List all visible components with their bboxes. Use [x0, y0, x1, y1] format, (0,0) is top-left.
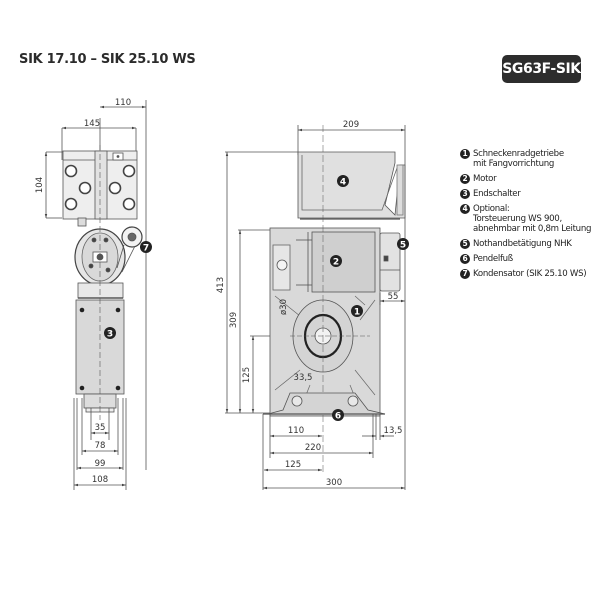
legend-item-controller: 4 Optional: Torsteuerung WS 900, abnehmb…: [460, 204, 600, 234]
legend-item-pendulum-foot: 6 Pendelfuß: [460, 254, 600, 264]
number-6-icon: 6: [460, 254, 470, 264]
dim-55: 55: [388, 292, 399, 302]
svg-text:6: 6: [335, 412, 341, 422]
callout-3: [104, 327, 116, 339]
number-1-icon: 1: [460, 149, 470, 159]
callout-1: [351, 305, 363, 317]
number-7-icon: 7: [460, 269, 470, 279]
dim-104: 104: [35, 177, 45, 193]
side-callouts: 3 7: [104, 241, 152, 340]
svg-text:1: 1: [354, 308, 360, 318]
dim-110-side: 110: [115, 98, 131, 108]
model-badge: SG63F-SIK: [502, 55, 581, 83]
dim-300: 300: [326, 478, 342, 488]
number-3-icon: 3: [460, 189, 470, 199]
number-5-icon: 5: [460, 239, 470, 249]
front-callouts: 1 2 4 5 6: [330, 175, 409, 422]
dim-33-5: 33,5: [294, 373, 313, 383]
callout-6: [332, 409, 344, 421]
dim-99: 99: [95, 459, 106, 469]
dim-13-5: 13,5: [384, 426, 403, 436]
drawing-title: SIK 17.10 – SIK 25.10 WS: [19, 52, 196, 67]
legend-item-motor: 2 Motor: [460, 174, 600, 184]
dim-220: 220: [305, 443, 321, 453]
dim-309: 309: [229, 312, 239, 328]
dim-shaft-diameter: ø30: [279, 299, 289, 315]
number-2-icon: 2: [460, 174, 470, 184]
callout-5: [397, 238, 409, 250]
dim-35: 35: [95, 423, 106, 433]
callout-7: [140, 241, 152, 253]
dim-78: 78: [95, 441, 106, 451]
parts-legend: 1 Schneckenradgetriebe mit Fangvorrichtu…: [460, 149, 600, 284]
side-view: [44, 100, 147, 490]
svg-text:4: 4: [340, 178, 346, 188]
dim-209: 209: [343, 120, 359, 130]
legend-item-capacitor: 7 Kondensator (SIK 25.10 WS): [460, 269, 600, 279]
dim-125-vertical: 125: [242, 367, 252, 383]
legend-item-limit-switch: 3 Endschalter: [460, 189, 600, 199]
svg-text:5: 5: [400, 241, 406, 251]
dim-125-front: 125: [285, 460, 301, 470]
front-view: [225, 125, 406, 490]
legend-item-emergency-handle: 5 Nothandbetätigung NHK: [460, 239, 600, 249]
dim-413: 413: [216, 277, 226, 293]
svg-text:3: 3: [107, 330, 113, 340]
callout-2: [330, 255, 342, 267]
number-4-icon: 4: [460, 204, 470, 214]
callout-4: [337, 175, 349, 187]
svg-text:7: 7: [143, 244, 149, 254]
dim-108: 108: [92, 475, 108, 485]
dim-110-front: 110: [288, 426, 304, 436]
dim-145: 145: [84, 119, 100, 129]
svg-text:2: 2: [333, 258, 339, 268]
legend-item-gearbox: 1 Schneckenradgetriebe mit Fangvorrichtu…: [460, 149, 600, 169]
